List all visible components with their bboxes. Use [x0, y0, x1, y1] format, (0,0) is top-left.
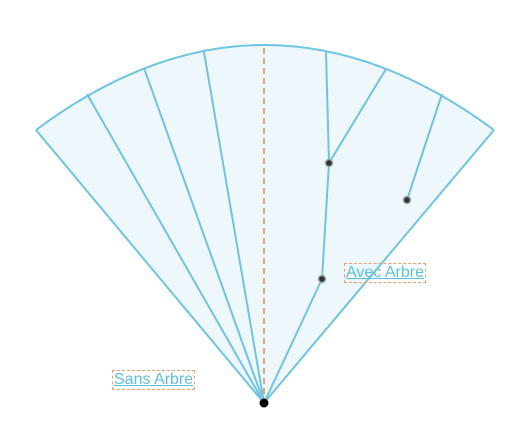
tree-branch-1a [325, 51, 330, 164]
tree-node-right [402, 195, 412, 205]
apex-dot [259, 398, 269, 408]
radial-line-left-1 [86, 93, 265, 404]
tree-node-trunk [317, 274, 327, 284]
boundary-left [35, 129, 265, 404]
tree-trunk [263, 278, 323, 404]
tree-branch-up [321, 162, 330, 280]
sector-fill [36, 45, 494, 403]
radial-line-left-3 [203, 51, 265, 404]
boundary-right [263, 129, 495, 404]
tree-node-upper [324, 158, 334, 168]
label-sans-arbre-text: Sans Arbre [114, 371, 194, 388]
label-sans-arbre: Sans Arbre [112, 370, 196, 390]
label-avec-arbre-text: Avec Arbre [346, 264, 424, 281]
label-avec-arbre: Avec Arbre [344, 263, 426, 283]
radial-line-left-2 [143, 67, 265, 404]
tree-branch-1b [328, 68, 387, 164]
tree-branch-2 [406, 93, 443, 201]
sector-arc [35, 44, 495, 131]
